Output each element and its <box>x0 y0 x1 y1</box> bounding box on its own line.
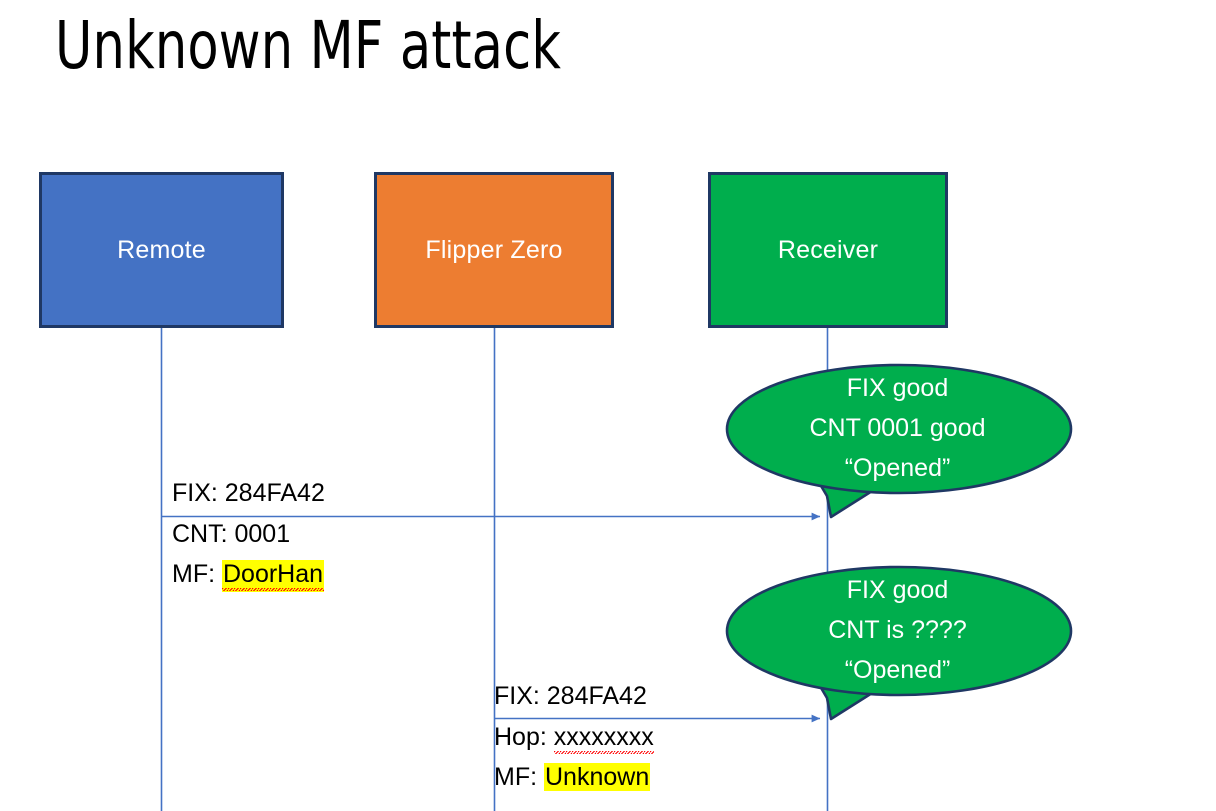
message-hop-value: xxxxxxxx <box>553 723 654 755</box>
message-hop-prefix: Hop: <box>494 723 554 751</box>
callout-shape-1 <box>725 363 1073 519</box>
actor-box-remote[interactable]: Remote <box>39 172 284 328</box>
callout-shape-2 <box>725 565 1073 721</box>
message-mf-prefix: MF: <box>172 560 222 588</box>
actor-label-flipper: Flipper Zero <box>425 236 563 264</box>
message-mf-prefix-2: MF: <box>494 763 544 791</box>
message-mf-value-doorhan: DoorHan <box>222 560 325 592</box>
message-mf-line-2: MF: Unknown <box>494 757 654 797</box>
message-label-flipper-body: Hop: xxxxxxxx MF: Unknown <box>494 717 654 797</box>
message-label-remote-body: CNT: 0001 MF: DoorHan <box>172 514 325 594</box>
message-fix-line-2: FIX: 284FA42 <box>494 682 647 710</box>
actor-label-receiver: Receiver <box>777 236 879 264</box>
message-mf-value-unknown: Unknown <box>544 763 651 791</box>
callout-bubble-receiver-2: FIX good CNT is ???? “Opened” <box>715 560 1080 725</box>
page-title: Unknown MF attack <box>55 7 562 84</box>
message-fix-line: FIX: 284FA42 <box>172 479 325 507</box>
message-label-remote-fix: FIX: 284FA42 <box>172 473 325 513</box>
callout-bubble-receiver-1: FIX good CNT 0001 good “Opened” <box>715 358 1080 523</box>
message-mf-line: MF: DoorHan <box>172 554 325 594</box>
message-label-flipper-fix: FIX: 284FA42 <box>494 676 647 716</box>
message-cnt-line: CNT: 0001 <box>172 520 291 548</box>
message-hop-line: Hop: xxxxxxxx <box>494 717 654 757</box>
actor-box-receiver[interactable]: Receiver <box>708 172 948 328</box>
actor-box-flipper[interactable]: Flipper Zero <box>374 172 614 328</box>
callout-ellipse-1 <box>725 363 1073 495</box>
actor-label-remote: Remote <box>117 236 206 264</box>
callout-ellipse-2 <box>725 565 1073 697</box>
